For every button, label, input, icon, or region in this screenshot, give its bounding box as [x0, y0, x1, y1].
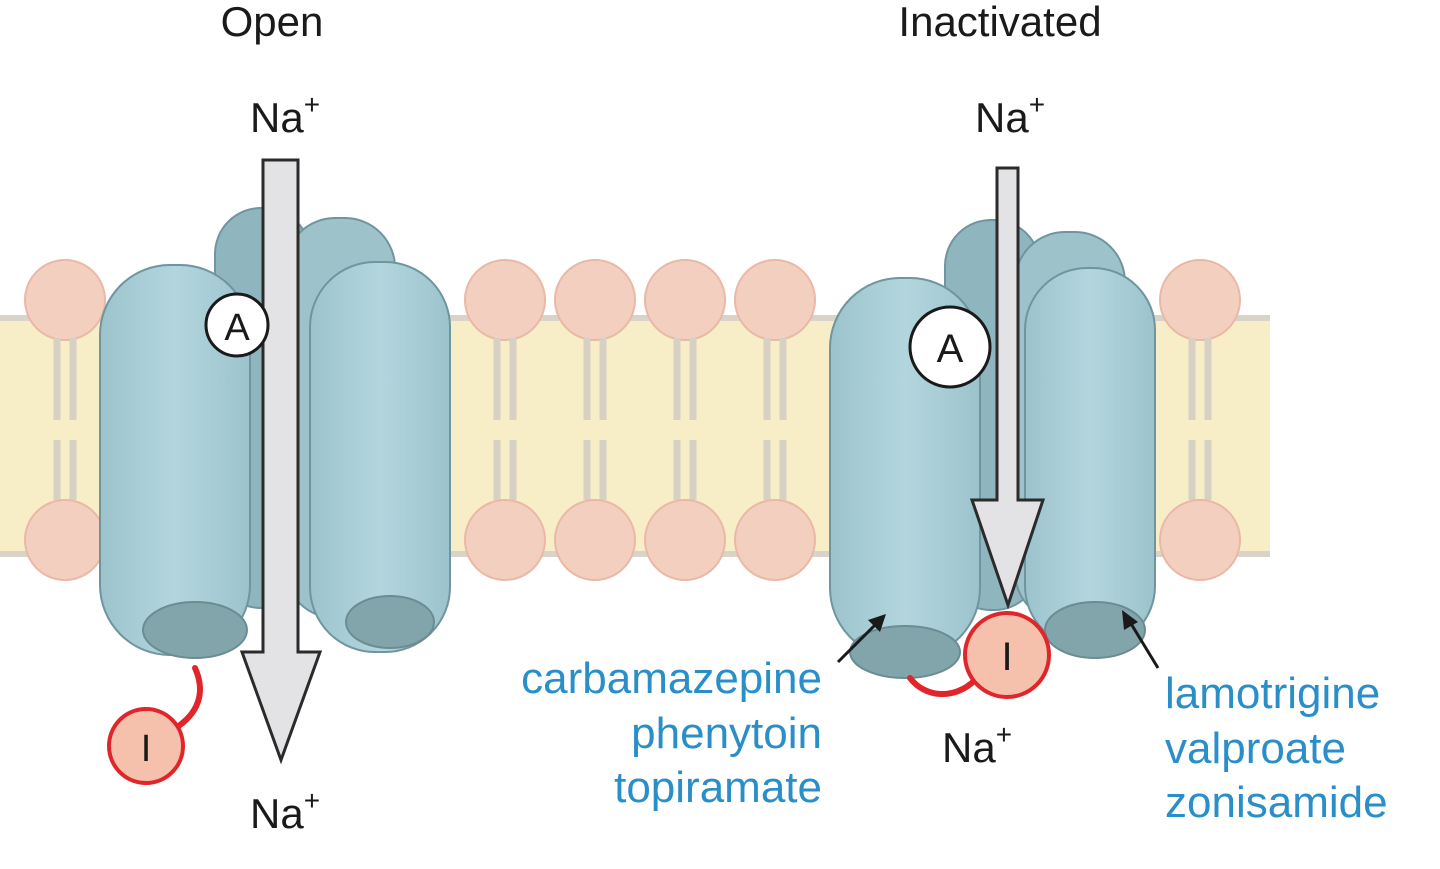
open-ion-top-label: Na+	[250, 89, 320, 141]
drug-pointer-arrows	[836, 610, 1160, 669]
inactivation-tether	[177, 665, 203, 728]
inactivation-gate-I	[107, 707, 185, 785]
drug-list-left: carbamazepine phenytoin topiramate	[521, 654, 822, 812]
open-ion-bottom-label: Na+	[250, 785, 320, 837]
ion-flow-arrow	[239, 158, 323, 765]
inactivated-channel	[829, 166, 1156, 699]
drug-name: carbamazepine	[521, 654, 822, 703]
inactivation-gate-I	[963, 611, 1051, 699]
inactivated-ion-top-label: Na+	[975, 89, 1045, 141]
open-inactivation-gate-label: I	[141, 728, 152, 770]
drug-name: phenytoin	[631, 709, 822, 758]
inactivated-ion-bottom-label: Na+	[942, 719, 1012, 771]
drug-name: zonisamide	[1165, 778, 1388, 827]
open-state-title: Open	[221, 0, 324, 45]
inactivated-state-title: Inactivated	[898, 0, 1101, 45]
inactivated-activation-gate-label: A	[937, 327, 964, 371]
activation-gate-A	[204, 292, 270, 358]
open-channel	[99, 158, 451, 785]
drug-name: lamotrigine	[1165, 669, 1380, 718]
drug-list-right: lamotrigine valproate zonisamide	[1165, 669, 1388, 827]
activation-gate-A	[908, 305, 992, 389]
blocked-ion-flow-arrow	[969, 166, 1046, 610]
inactivated-inactivation-gate-label: I	[1001, 635, 1012, 679]
drug-name: valproate	[1165, 724, 1346, 773]
inactivation-tether	[907, 675, 978, 697]
drug-name: topiramate	[614, 763, 822, 812]
open-activation-gate-label: A	[224, 307, 250, 349]
